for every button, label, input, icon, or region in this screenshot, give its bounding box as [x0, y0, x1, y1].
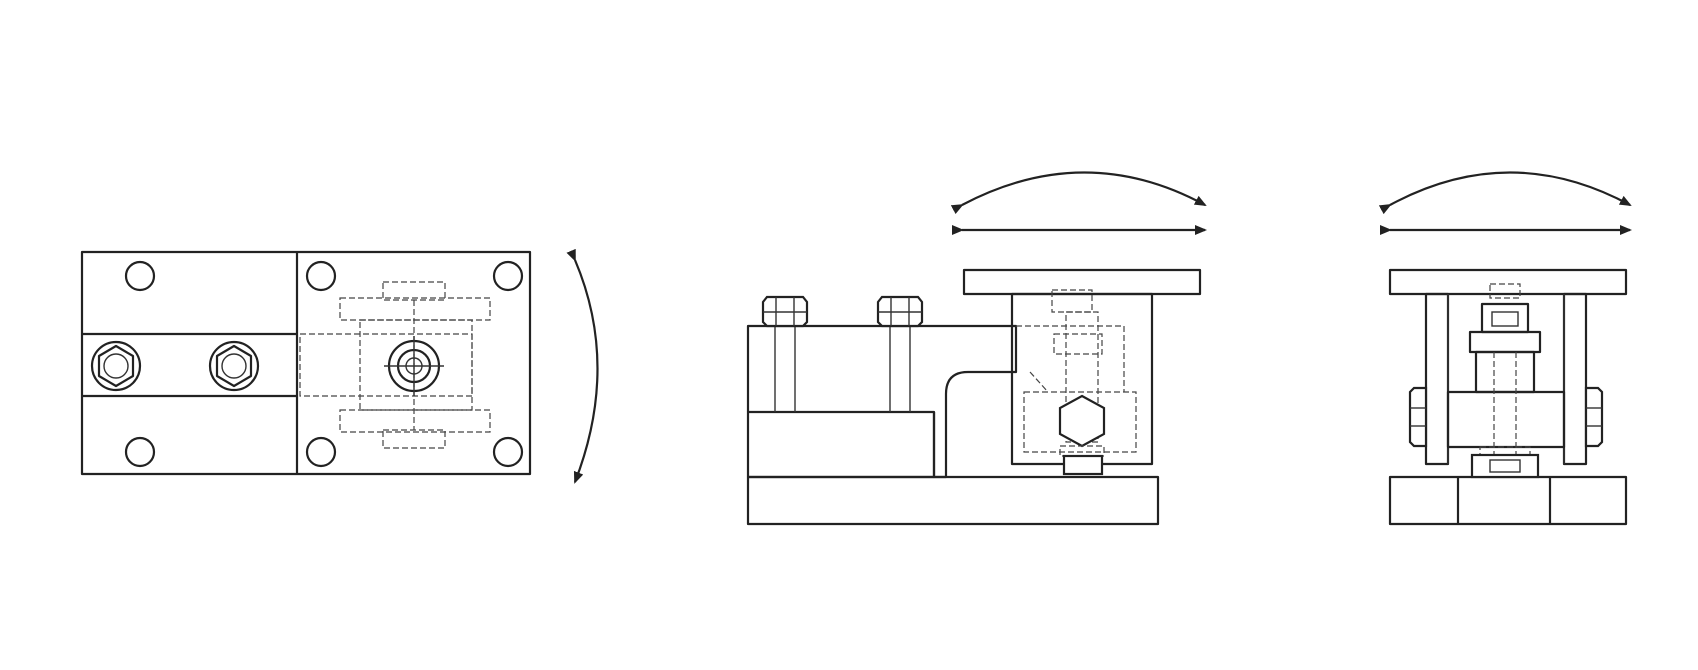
- hidden-bracket: [339, 297, 491, 321]
- rotation-arrow: [950, 171, 1207, 215]
- hex-bolt-head: [208, 340, 260, 392]
- hidden-cell-beam: [299, 333, 473, 397]
- hex-bolt-head: [876, 295, 924, 328]
- hidden-top-nut: [1489, 283, 1521, 299]
- upper-nut: [1480, 302, 1530, 334]
- mounting-hole: [492, 260, 524, 292]
- hidden-beam-edge: [1016, 325, 1125, 392]
- cell-body: [1446, 390, 1566, 449]
- front-view: [746, 171, 1207, 526]
- mounting-hole: [305, 260, 337, 292]
- upper-washer: [1468, 330, 1542, 354]
- hidden-nut: [382, 429, 446, 449]
- hidden-bracket: [339, 409, 491, 433]
- center-load-pin: [384, 336, 444, 396]
- hidden-cell-body: [1023, 391, 1137, 453]
- base-plate: [746, 475, 1160, 526]
- pin-housing: [1474, 350, 1536, 394]
- mounting-hole: [492, 436, 524, 468]
- lower-block: [746, 410, 936, 479]
- rotation-arrow: [1378, 171, 1632, 215]
- side-bolt-head: [1408, 386, 1428, 448]
- hex-bolt-head: [761, 295, 809, 328]
- hidden-nut: [382, 281, 446, 301]
- hidden-washer: [1059, 445, 1105, 457]
- top-view: [80, 248, 599, 484]
- rotation-arrow: [566, 248, 599, 484]
- nut-face: [1491, 311, 1519, 327]
- hidden-fillet: [1029, 371, 1049, 393]
- top-load-plate: [1388, 268, 1628, 296]
- mounting-hole: [305, 436, 337, 468]
- base-plate-outline: [80, 250, 532, 476]
- bottom-nut: [1470, 453, 1540, 479]
- rocker-pin: [1058, 394, 1106, 448]
- base-plate: [1388, 475, 1628, 526]
- side-view: [1378, 171, 1632, 526]
- hidden-nut: [1053, 333, 1103, 355]
- bottom-nut: [1062, 454, 1104, 476]
- bracket-leg: [1424, 292, 1450, 466]
- mounting-hole: [124, 436, 156, 468]
- hex-bolt-head: [90, 340, 142, 392]
- mounting-hole: [124, 260, 156, 292]
- bracket-leg: [1562, 292, 1588, 466]
- nut-face: [1489, 459, 1521, 473]
- side-bolt-head: [1584, 386, 1604, 448]
- load-cell-beam: [746, 324, 1018, 479]
